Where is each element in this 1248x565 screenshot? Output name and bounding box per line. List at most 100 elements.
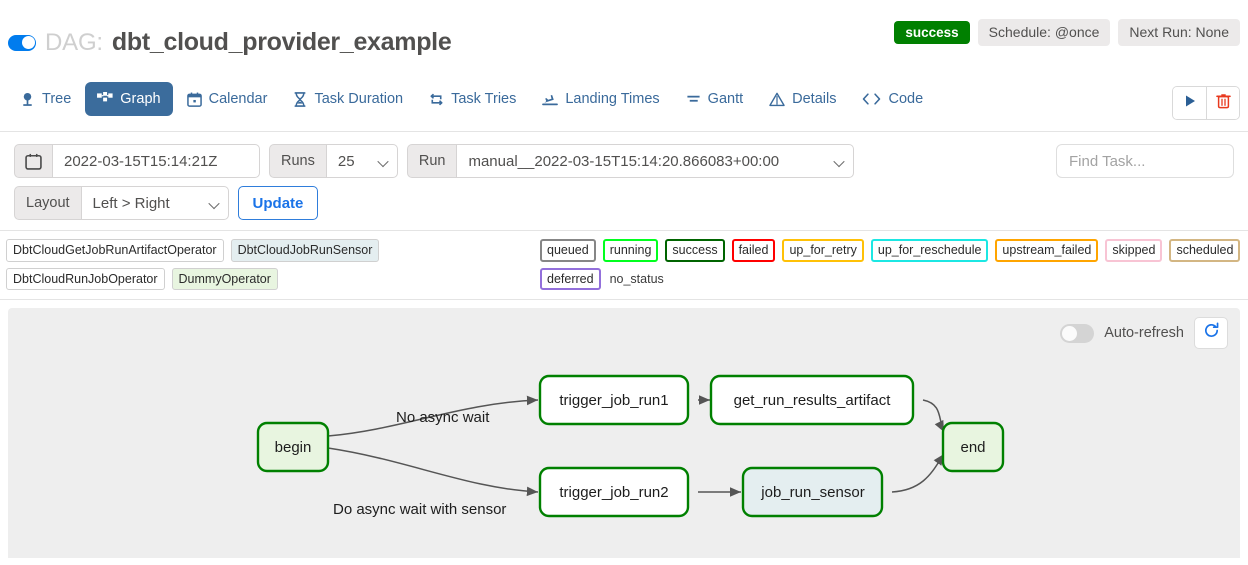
graph-node-end[interactable]: end: [941, 421, 1005, 473]
node-shape: [741, 466, 884, 518]
legend-status-chip: upstream_failed: [995, 239, 1099, 262]
status-badge: success: [894, 20, 970, 45]
node-shape: [538, 374, 690, 426]
legend-status-chip: scheduled: [1169, 239, 1241, 262]
hourglass-icon: [293, 91, 307, 107]
dag-title-row: DAG: dbt_cloud_provider_example: [8, 28, 452, 57]
tab-landing-times[interactable]: Landing Times: [530, 82, 671, 116]
controls-row-2: Layout Left > Right Update: [14, 186, 1234, 220]
code-icon: [862, 92, 881, 106]
tab-details[interactable]: Details: [757, 82, 848, 116]
node-label: end: [960, 439, 985, 456]
execution-date-input[interactable]: 2022-03-15T15:14:21Z: [52, 144, 260, 178]
calendar-icon[interactable]: [14, 144, 52, 178]
calendar-icon: [186, 92, 202, 107]
node-shape: [538, 466, 690, 518]
tab-label: Task Duration: [314, 91, 404, 107]
run-group: Run manual__2022-03-15T15:14:20.866083+0…: [406, 144, 855, 178]
tab-label: Details: [792, 91, 837, 107]
auto-refresh-label: Auto-refresh: [1104, 325, 1184, 341]
graph-controls: 2022-03-15T15:14:21Z Runs 25 Run manual_…: [0, 132, 1248, 231]
node-shape: [941, 421, 1005, 473]
graph-nodes: begin trigger_job_run1 get_run_results_a…: [256, 374, 1005, 518]
refresh-button[interactable]: [1194, 317, 1228, 349]
status-legend: queued running success failed up_for_ret…: [540, 239, 1242, 290]
legend-status-chip: failed: [731, 239, 776, 262]
tab-label: Tree: [42, 91, 72, 107]
layout-select[interactable]: Left > Right: [80, 186, 229, 220]
edge-sensor-to-end: [891, 453, 945, 493]
legend-status-chip: queued: [540, 239, 596, 262]
run-select[interactable]: manual__2022-03-15T15:14:20.866083+00:00: [456, 144, 855, 178]
dag-pause-toggle[interactable]: [8, 34, 36, 51]
update-button[interactable]: Update: [237, 186, 319, 220]
execution-date-group: 2022-03-15T15:14:21Z: [14, 144, 260, 178]
tab-label: Gantt: [707, 91, 744, 107]
tab-code[interactable]: Code: [850, 82, 935, 116]
runs-select[interactable]: 25: [325, 144, 398, 178]
layout-group: Layout Left > Right: [14, 186, 229, 220]
find-task-input[interactable]: Find Task...: [1056, 144, 1234, 178]
tab-gantt[interactable]: Gantt: [674, 82, 755, 116]
schedule-badge[interactable]: Schedule: @once: [977, 19, 1111, 47]
graph-node-begin[interactable]: begin: [256, 421, 330, 473]
dag-action-buttons: [1172, 86, 1240, 120]
next-run-badge: Next Run: None: [1118, 19, 1240, 47]
dag-header: DAG: dbt_cloud_provider_example success …: [0, 0, 1248, 74]
node-label: get_run_results_artifact: [734, 392, 892, 409]
tree-icon: [20, 92, 35, 107]
node-label: trigger_job_run1: [559, 392, 668, 409]
refresh-icon: [1203, 322, 1220, 344]
header-badges: success Schedule: @once Next Run: None: [894, 19, 1240, 47]
runs-group: Runs 25: [269, 144, 398, 178]
play-icon: [1183, 94, 1197, 113]
tab-calendar[interactable]: Calendar: [175, 82, 280, 116]
legend-status-chip: skipped: [1105, 239, 1163, 262]
tab-graph[interactable]: Graph: [85, 82, 173, 116]
tab-label: Graph: [120, 91, 161, 107]
dag-graph-svg: No async wait Do async wait with sensor …: [256, 374, 1005, 518]
tab-label: Calendar: [208, 91, 268, 107]
graph-node-get_run_results_artifact[interactable]: get_run_results_artifact: [709, 374, 915, 426]
graph-node-trigger_job_run2[interactable]: trigger_job_run2: [538, 466, 690, 518]
node-shape: [256, 421, 330, 473]
trigger-dag-button[interactable]: [1173, 87, 1206, 119]
run-label: Run: [406, 144, 457, 178]
graph-node-trigger_job_run1[interactable]: trigger_job_run1: [538, 374, 690, 426]
operator-legend: DbtCloudGetJobRunArtifactOperator DbtClo…: [6, 239, 540, 290]
graph-edge-labels: No async wait Do async wait with sensor: [333, 409, 506, 518]
edge-artifact-to-end: [922, 399, 945, 433]
node-label: trigger_job_run2: [559, 484, 668, 501]
graph-node-job_run_sensor[interactable]: job_run_sensor: [741, 466, 884, 518]
tab-task-tries[interactable]: Task Tries: [417, 82, 528, 116]
legend-operator-chip[interactable]: DbtCloudGetJobRunArtifactOperator: [6, 239, 224, 262]
view-tabs: Tree Graph Calendar Task Duration Task T: [8, 82, 935, 116]
landing-icon: [542, 92, 559, 107]
node-shape: [709, 374, 915, 426]
trash-icon: [1215, 93, 1231, 114]
auto-refresh-toggle[interactable]: [1060, 323, 1095, 343]
gantt-icon: [686, 92, 701, 107]
legend-status-chip: up_for_reschedule: [870, 239, 989, 262]
edge-label: Do async wait with sensor: [333, 501, 506, 518]
edge-begin-to-trigger2: [327, 447, 539, 497]
legend-operator-chip[interactable]: DbtCloudJobRunSensor: [230, 239, 380, 262]
legend-status-chip: up_for_retry: [782, 239, 864, 262]
delete-dag-button[interactable]: [1206, 87, 1239, 119]
legend-status-chip: running: [602, 239, 659, 262]
warning-triangle-icon: [769, 92, 785, 107]
graph-canvas[interactable]: Auto-refresh No async wait Do async wait…: [8, 308, 1240, 558]
view-tabbar: Tree Graph Calendar Task Duration Task T: [0, 74, 1248, 132]
tab-task-duration[interactable]: Task Duration: [281, 82, 415, 116]
tab-label: Code: [888, 91, 924, 107]
legend-no-status-label: no_status: [609, 271, 664, 286]
tab-label: Landing Times: [565, 91, 660, 107]
tab-tree[interactable]: Tree: [8, 82, 83, 116]
legend-status-chip: success: [665, 239, 725, 262]
legend-status-chip: deferred: [540, 267, 601, 290]
page-title: dbt_cloud_provider_example: [111, 28, 452, 56]
legend-operator-chip[interactable]: DummyOperator: [171, 267, 278, 290]
legend-operator-chip[interactable]: DbtCloudRunJobOperator: [6, 267, 165, 290]
runs-label: Runs: [269, 144, 326, 178]
graph-icon: [97, 91, 113, 107]
